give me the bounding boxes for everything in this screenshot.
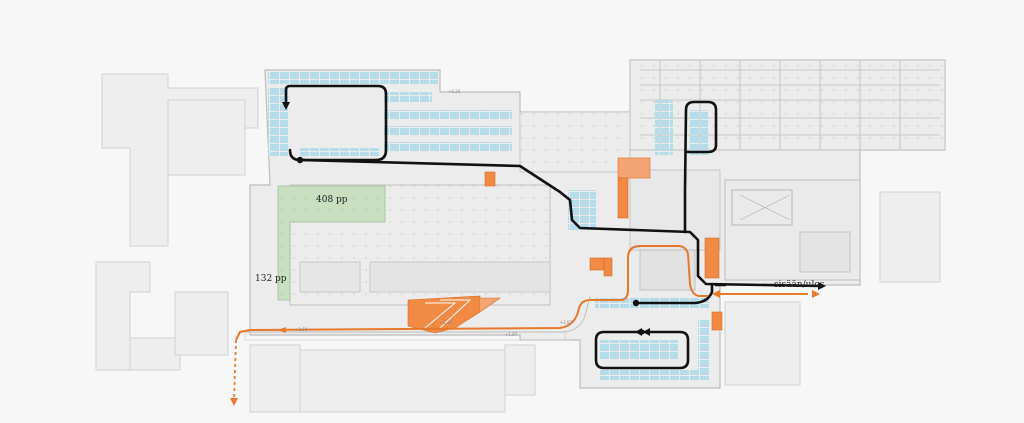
route-secondary-dashed <box>233 339 237 401</box>
level-mark-5: +1.87 <box>560 320 573 325</box>
route-primary <box>284 84 822 370</box>
level-mark-4: +1.40 <box>440 320 453 325</box>
entrance-exit-label: sisään/ulos <box>774 280 825 290</box>
level-mark-3: +1.87 <box>505 332 518 337</box>
parking-stalls <box>268 72 710 380</box>
level-mark-1: +0.20 <box>448 89 461 94</box>
route-secondary <box>235 245 808 341</box>
parking-label-132: 132 pp <box>255 274 287 284</box>
route-primary-markers <box>282 102 826 336</box>
route-secondary-arrows <box>230 290 820 406</box>
context-buildings <box>95 73 941 413</box>
parking-label-408: 408 pp <box>316 195 348 205</box>
level-mark-2: +1.60 <box>295 327 308 332</box>
parking-area-green <box>277 185 386 301</box>
highlight-areas <box>407 157 723 334</box>
